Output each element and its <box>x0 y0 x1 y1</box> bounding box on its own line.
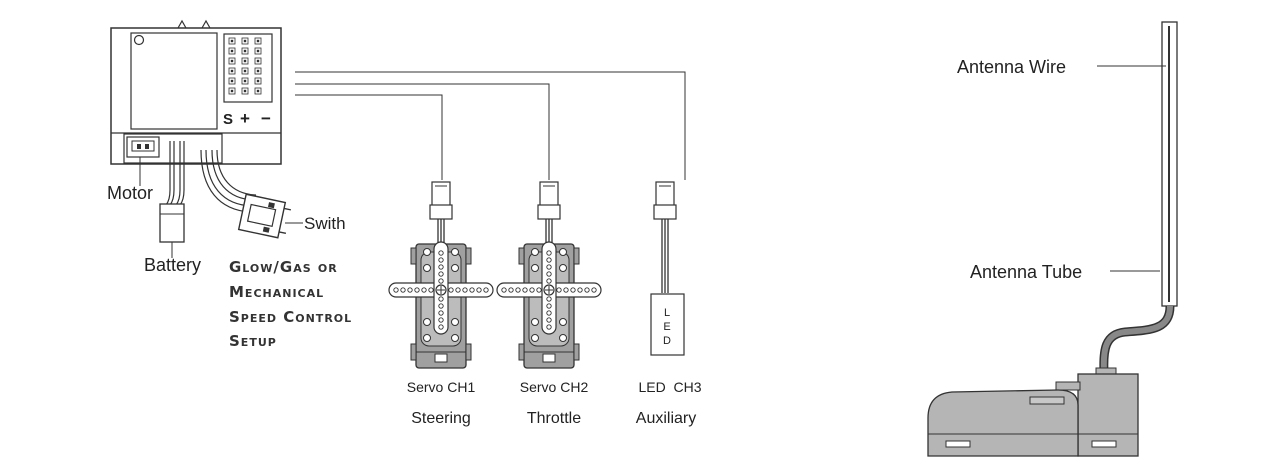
port-pin-dot <box>256 39 260 43</box>
port-pin-dot <box>243 49 247 53</box>
port-pin <box>241 57 249 65</box>
port-pin-dot <box>230 49 234 53</box>
port-pin <box>228 57 236 65</box>
label-steering: Steering <box>411 410 471 427</box>
port-pin <box>228 77 236 85</box>
setup-note-line-2: Mechanical <box>229 283 324 301</box>
switch-harness <box>200 149 303 239</box>
led-letter-e: E <box>663 321 670 333</box>
servo-ch2 <box>496 181 602 369</box>
setup-note-line-1: Glow/Gas or <box>229 258 338 276</box>
servo-horn <box>388 241 494 335</box>
label-servo-ch2: Servo CH2 <box>520 379 589 395</box>
port-pin <box>254 37 262 45</box>
port-pin-dot <box>243 89 247 93</box>
label-throttle: Throttle <box>527 410 581 427</box>
port-pin-dot <box>230 79 234 83</box>
port-pin <box>241 47 249 55</box>
port-pin-dot <box>230 89 234 93</box>
vent-slot-right <box>1091 440 1117 448</box>
label-battery: Battery <box>144 255 201 275</box>
port-pin <box>241 77 249 85</box>
pin-label-minus: − <box>261 109 271 128</box>
port-pin <box>228 37 236 45</box>
receiver-unit: S + − <box>110 19 282 165</box>
pin-label-signal: S <box>223 111 233 128</box>
servo-ch1 <box>388 181 494 369</box>
led-ch3: L E D <box>650 181 685 356</box>
port-pin-grid <box>228 37 262 95</box>
port-pin-dot <box>243 69 247 73</box>
port-pin-dot <box>230 59 234 63</box>
vent-slot-left <box>945 440 971 448</box>
setup-note-line-4: Setup <box>229 332 277 350</box>
port-pin <box>241 37 249 45</box>
label-led-ch3: LED CH3 <box>638 379 701 395</box>
label-motor: Motor <box>107 183 153 203</box>
port-pin <box>254 87 262 95</box>
battery-lead <box>159 141 185 258</box>
port-pin <box>254 77 262 85</box>
port-pin-dot <box>256 59 260 63</box>
setup-note-line-3: Speed Control <box>229 308 352 326</box>
label-servo-ch1: Servo CH1 <box>407 379 476 395</box>
screw-hole-icon <box>133 34 145 46</box>
port-pin <box>241 67 249 75</box>
antenna-assembly <box>1097 21 1178 373</box>
led-letter-l: L <box>664 307 670 319</box>
port-pin-dot <box>243 79 247 83</box>
port-pin <box>254 67 262 75</box>
port-pin <box>254 47 262 55</box>
led-module <box>650 293 685 356</box>
label-antenna-wire: Antenna Wire <box>957 57 1066 77</box>
port-pin-dot <box>243 39 247 43</box>
port-pin-dot <box>256 69 260 73</box>
port-pin-dot <box>256 79 260 83</box>
transmitter-unit <box>927 367 1139 457</box>
pin-label-plus: + <box>240 109 250 128</box>
label-antenna-tube: Antenna Tube <box>970 262 1082 282</box>
channel-wires <box>295 71 686 180</box>
setup-note: Glow/Gas or Mechanical Speed Control Set… <box>229 258 352 350</box>
label-auxiliary: Auxiliary <box>636 410 696 427</box>
label-switch: Swith <box>304 214 346 233</box>
port-pin <box>228 87 236 95</box>
port-pin <box>228 47 236 55</box>
port-pin <box>241 87 249 95</box>
port-pin-dot <box>256 49 260 53</box>
motor-connector <box>126 136 160 158</box>
port-pin-dot <box>243 59 247 63</box>
port-pin-dot <box>230 69 234 73</box>
port-pin-dot <box>230 39 234 43</box>
port-pin <box>228 67 236 75</box>
servo-horn <box>496 241 602 335</box>
led-letter-d: D <box>663 335 671 347</box>
port-pin-dot <box>256 89 260 93</box>
port-pin <box>254 57 262 65</box>
